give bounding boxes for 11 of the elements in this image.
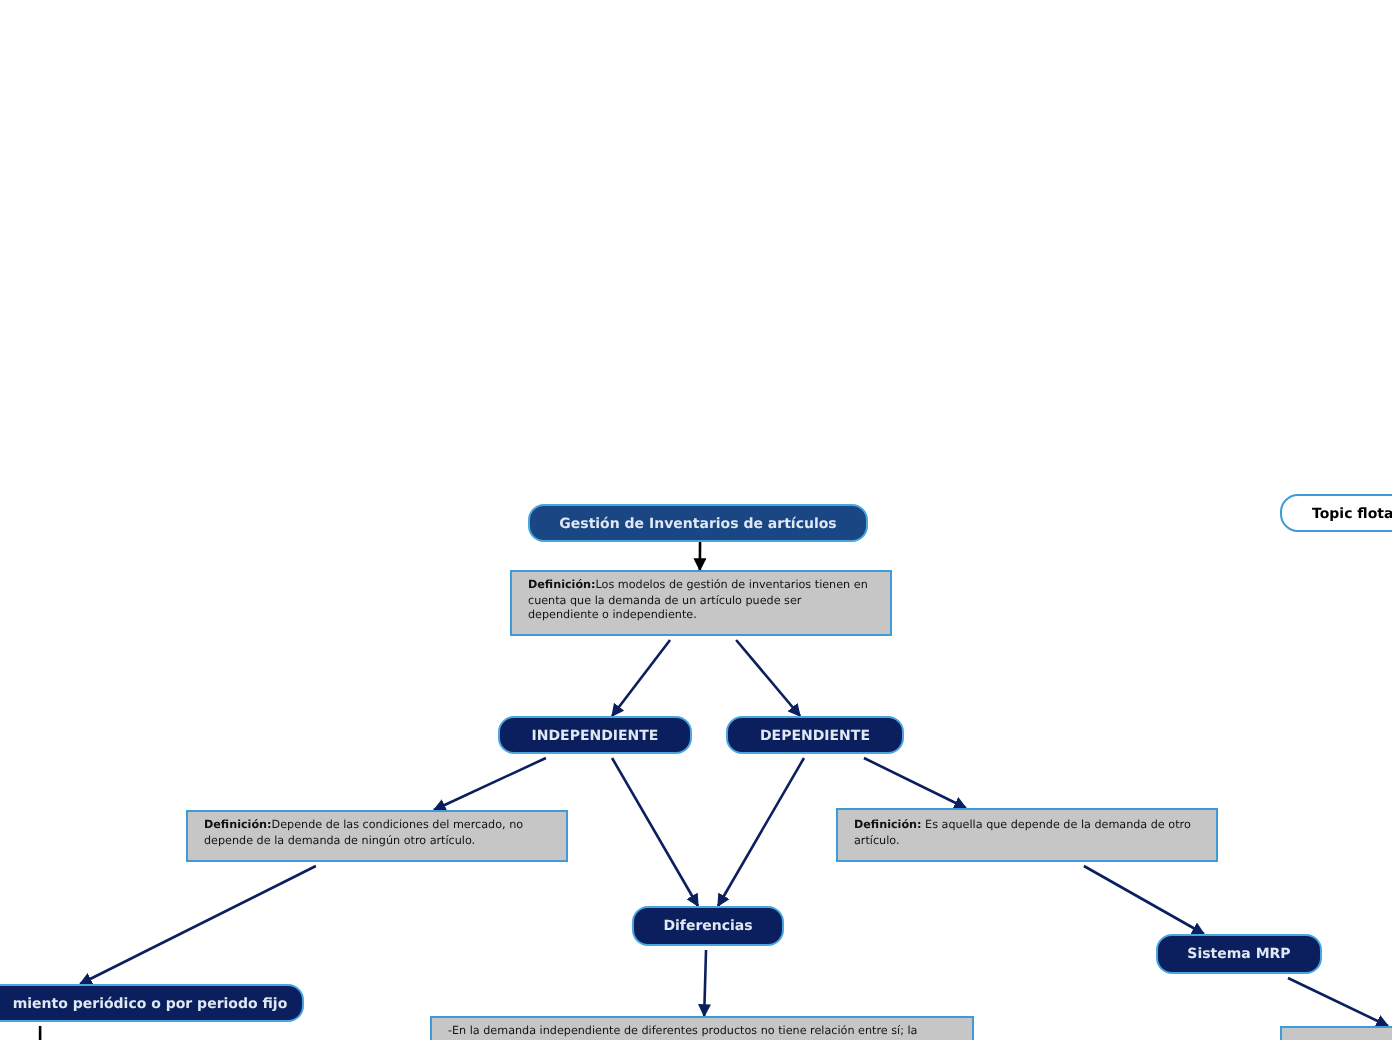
arrow — [432, 756, 547, 812]
arrow — [693, 542, 707, 572]
arrow — [610, 757, 700, 908]
arrow — [698, 949, 711, 1018]
arrow — [863, 756, 968, 810]
arrow — [611, 639, 672, 718]
arrow — [1287, 976, 1390, 1028]
arrow — [79, 864, 317, 986]
arrow — [1083, 864, 1206, 936]
arrow — [735, 639, 802, 717]
arrow — [716, 757, 806, 908]
